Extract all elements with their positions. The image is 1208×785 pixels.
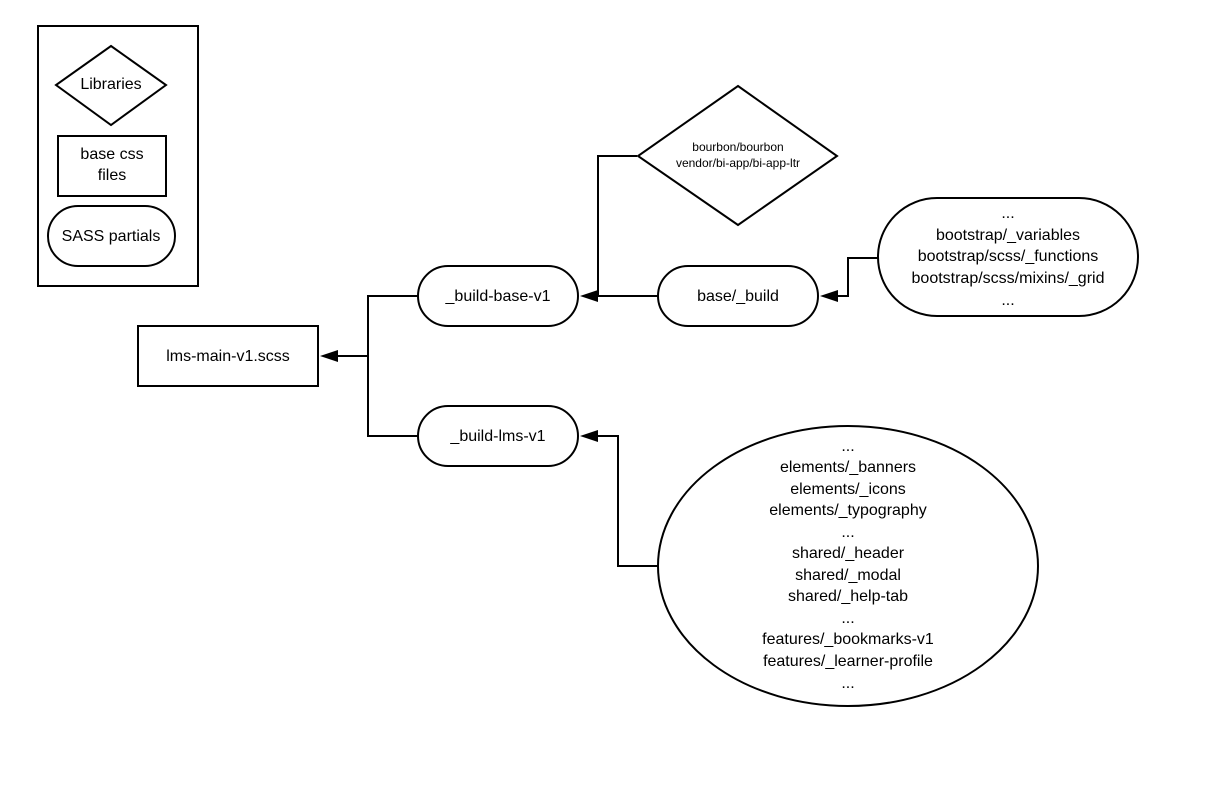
arrowhead-build-base	[580, 290, 598, 302]
node-base-build: base/_build	[657, 265, 819, 327]
node-base-build-pill	[657, 265, 819, 327]
node-lms-partials-line: elements/_banners	[780, 459, 916, 476]
connector-lms-partials-to-build-lms	[596, 435, 658, 567]
legend-sass-partials-label: SASS partials	[62, 228, 161, 245]
node-libraries-diamond	[636, 84, 839, 227]
legend-base-css-label-line: base css	[80, 146, 143, 163]
node-lms-partials-line: ...	[841, 438, 854, 455]
connector-bootstrap-to-base-build	[836, 257, 878, 297]
node-libraries: bourbon/bourbon vendor/bi-app/bi-app-ltr	[636, 84, 839, 227]
arrowhead-main	[320, 350, 338, 362]
node-libraries-label-line: bourbon/bourbon	[692, 140, 783, 154]
node-main-box	[137, 325, 319, 387]
node-lms-partials-line: elements/_icons	[790, 481, 906, 498]
node-bootstrap-partials-line: ...	[1001, 292, 1014, 309]
node-lms-partials-line: ...	[841, 610, 854, 627]
legend-libraries-label: Libraries	[80, 76, 141, 93]
legend-base-css-label-line: files	[98, 167, 126, 184]
node-lms-partials-line: shared/_help-tab	[788, 588, 908, 605]
node-bootstrap-partials: ... bootstrap/_variables bootstrap/scss/…	[877, 197, 1139, 317]
node-lms-partials: ... elements/_banners elements/_icons el…	[657, 425, 1039, 707]
node-build-lms: _build-lms-v1	[417, 405, 579, 467]
legend-libraries-diamond	[54, 44, 168, 127]
connectors	[320, 155, 878, 567]
node-lms-partials-line: features/_bookmarks-v1	[762, 631, 934, 648]
node-bootstrap-partials-line: bootstrap/_variables	[936, 227, 1080, 244]
node-lms-partials-line: shared/_modal	[795, 567, 901, 584]
node-build-base-label: _build-base-v1	[445, 288, 551, 305]
node-main: lms-main-v1.scss	[137, 325, 319, 387]
node-build-lms-pill	[417, 405, 579, 467]
legend-sass-partials-pill	[47, 205, 176, 267]
connector-libraries-to-build-base	[597, 155, 637, 296]
node-build-base: _build-base-v1	[417, 265, 579, 327]
node-base-build-label: base/_build	[697, 288, 779, 305]
legend: Libraries base css files SASS partials	[37, 25, 199, 287]
arrowhead-base-build	[820, 290, 838, 302]
connector-builds-to-main	[367, 295, 418, 437]
node-main-label: lms-main-v1.scss	[166, 348, 290, 365]
node-lms-partials-pill	[657, 425, 1039, 707]
node-build-lms-label: _build-lms-v1	[449, 428, 545, 445]
node-libraries-label-line: vendor/bi-app/bi-app-ltr	[676, 156, 800, 170]
arrowhead-build-lms	[580, 430, 598, 442]
node-lms-partials-line: ...	[841, 675, 854, 692]
node-bootstrap-partials-line: bootstrap/scss/_functions	[918, 248, 1099, 265]
node-lms-partials-line: elements/_typography	[769, 502, 926, 519]
node-lms-partials-line: ...	[841, 524, 854, 541]
legend-base-css-box	[57, 135, 167, 197]
node-lms-partials-line: shared/_header	[792, 545, 905, 562]
node-bootstrap-partials-line: bootstrap/scss/mixins/_grid	[912, 270, 1105, 287]
node-bootstrap-partials-line: ...	[1001, 205, 1014, 222]
node-bootstrap-partials-pill	[877, 197, 1139, 317]
node-lms-partials-line: features/_learner-profile	[763, 653, 933, 670]
node-build-base-pill	[417, 265, 579, 327]
